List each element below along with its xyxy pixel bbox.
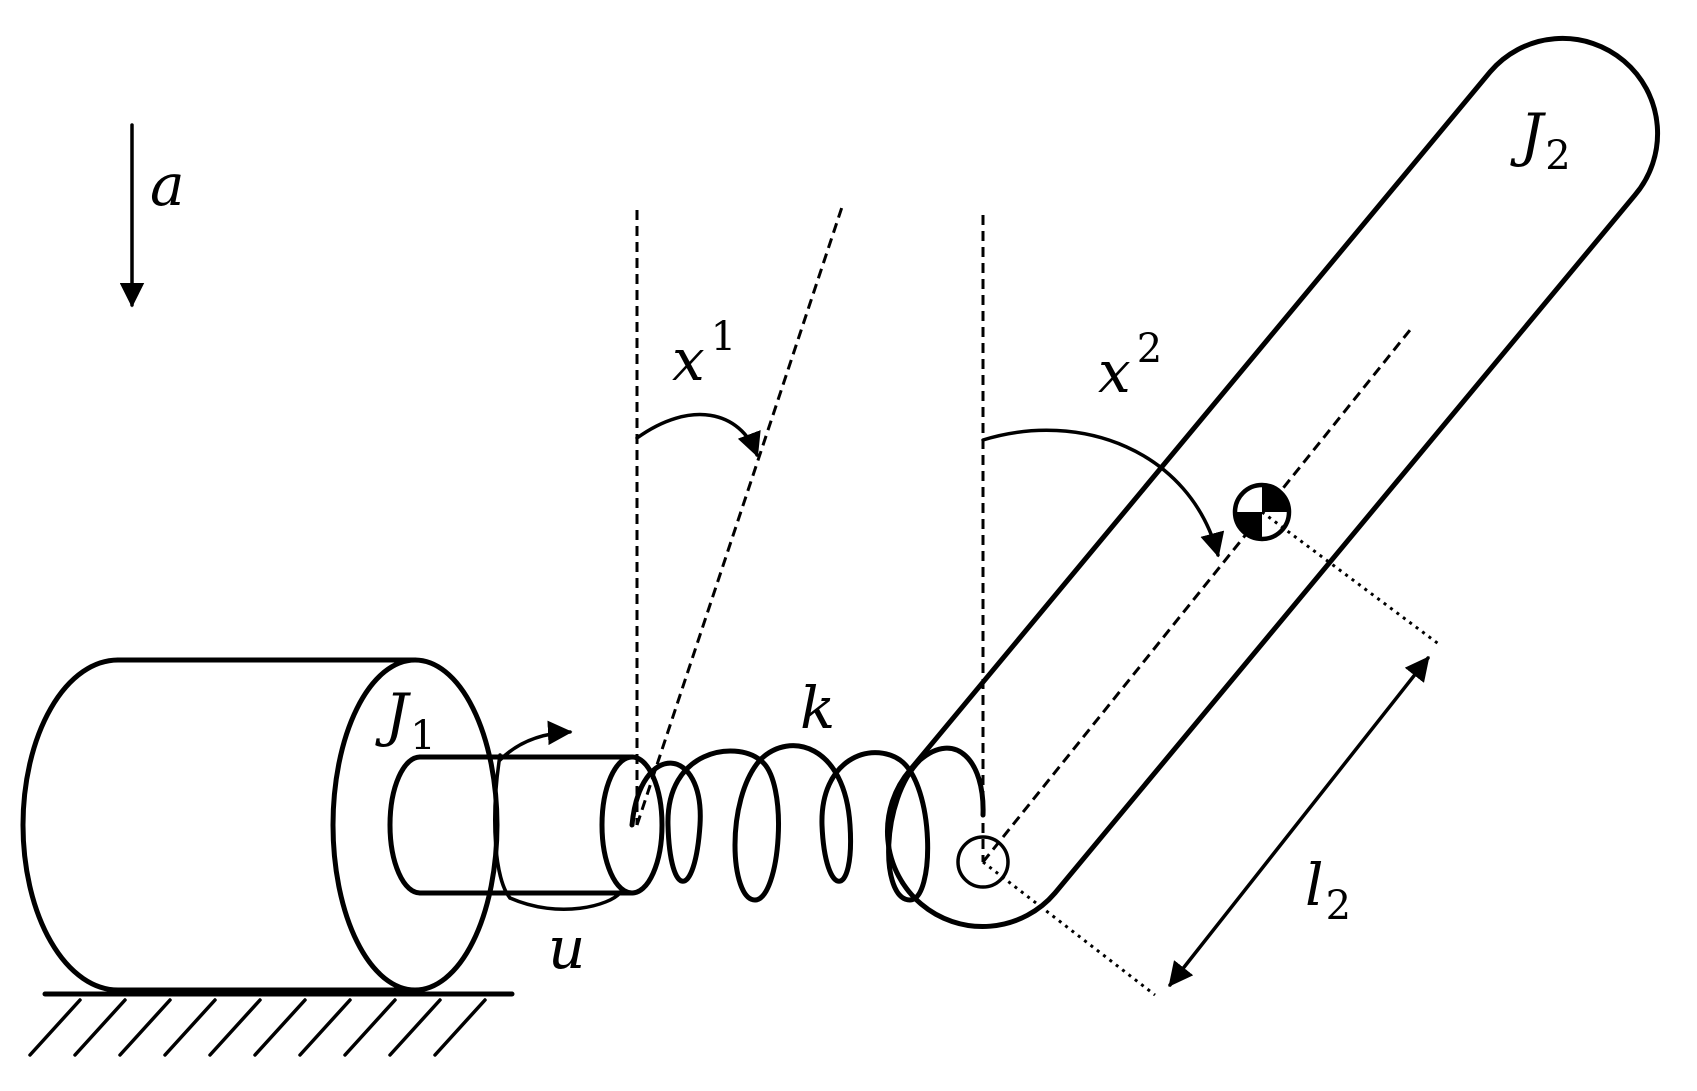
pivot: [956, 835, 1010, 889]
angle1-reference: [635, 206, 844, 826]
angle2-reference: [981, 215, 1412, 863]
inertia2-label: J2: [1510, 101, 1571, 179]
pendulum-link-j2: [884, 35, 1661, 930]
length-dimension: [982, 510, 1441, 997]
torque-arrow: [493, 720, 622, 911]
inertia1-label: J1: [375, 681, 436, 759]
drum-j1: [20, 657, 500, 993]
shaft: [387, 754, 665, 896]
length-label: l2: [1305, 851, 1351, 929]
gravity-label: a: [150, 151, 185, 219]
ground: [28, 991, 515, 1057]
spring-label: k: [800, 674, 835, 742]
torque-label: u: [548, 914, 585, 982]
spring: [629, 743, 986, 903]
